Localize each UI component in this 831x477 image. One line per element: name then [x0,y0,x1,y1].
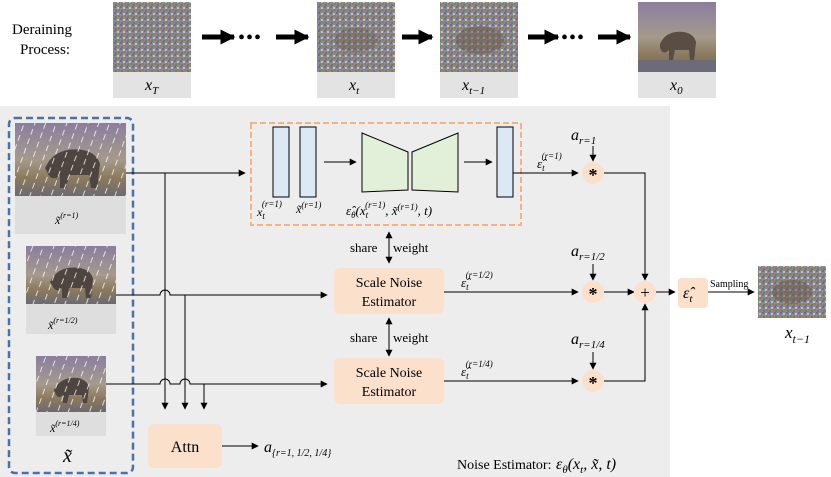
estimator-1-line2: Estimator [362,295,417,310]
multiply-node-2-circle [582,281,604,303]
output-image: xt−1 [758,266,826,346]
estimator-2-box [334,358,444,404]
deraining-label-line2: Process: [20,42,70,58]
noise-estimator-caption: Noise Estimator: [457,458,552,473]
unet-encoder [361,132,409,193]
process-dots-1: ••• [238,27,262,49]
multiply-node-1-circle [582,162,604,184]
encoder-bar-2 [299,126,317,198]
combined-output-box [678,278,708,308]
share-label-1: share [350,240,378,255]
estimator-1-box [334,268,444,314]
weight-label-2: weight [393,330,429,345]
deraining-strip: Deraining Process: xT ••• xt xt−1 ••• [12,2,716,98]
weight-label-1: weight [393,240,429,255]
input-image-r1-2-rain [26,246,116,304]
step-x0: x0 [638,2,716,98]
unet-box [250,122,522,226]
noise-estimator-formula: εθ(xt, x̃, t) [556,456,616,476]
estimator-2-line2: Estimator [362,385,417,400]
input-image-r1-rain [15,123,126,196]
line-mult3-to-add [604,303,649,382]
input-image-r1-2-label-box [26,304,116,334]
estimator-2: Scale Noise Estimator [334,358,444,404]
multiply-symbol-3: * [589,373,598,393]
multiply-node-1: * [582,162,604,185]
output-image-shadow [772,280,812,304]
add-node-circle [634,281,656,303]
sampling-label: Sampling [710,279,748,290]
encoder-bar-1 [272,126,290,198]
estimator-1: Scale Noise Estimator [334,268,444,314]
multiply-node-3-circle [582,370,604,392]
step-xT-label-box [113,72,191,98]
multiply-symbol-1: * [589,165,598,185]
add-node: + [634,281,656,303]
step-xt-1: xt−1 [440,2,518,98]
input-image-r1-2: x̃(r=1/2) [26,246,116,334]
attn-label: Attn [171,439,199,456]
step-x0-elephant [660,31,696,60]
multiply-symbol-2: * [589,284,598,304]
line-r14-est [106,378,328,388]
deraining-label-line1: Deraining [12,22,72,38]
step-xt: xt [317,2,395,98]
input-image-r1-label-box [15,196,126,234]
step-xt-1-label-box [440,72,518,98]
step-xt-image [317,2,395,72]
input-image-r1-4-label-box [36,412,106,436]
line-mult1-to-add [604,172,649,281]
decoder-bar [496,126,514,198]
step-xt-label-box [317,72,395,98]
add-symbol: + [640,283,650,302]
output-image-label: xt−1 [784,323,810,346]
unet-network-label: ε̂θ(xt(r=1), x̃(r=1), t) [346,200,432,220]
estimator-1-line1: Scale Noise [356,276,422,291]
input-group-label: x̃ [62,445,72,467]
estimator-2-line1: Scale Noise [356,366,422,381]
multiply-node-2: * [582,281,604,304]
unet-decoder [411,132,459,193]
routing-lines [106,169,328,410]
line-r12-est [116,289,328,299]
step-xT-image [113,2,191,72]
step-xt-shadow [334,28,378,52]
input-image-r1: x̃(r=1) [15,123,126,234]
share-label-2: share [350,330,378,345]
attn-block: Attn [148,424,222,468]
step-xt-1-shadow [456,26,504,54]
step-x0-water [638,60,716,72]
combined-output: ε̂t [678,278,708,308]
input-image-r1-4: x̃(r=1/4) [36,356,106,436]
process-dots-2: ••• [561,27,585,49]
step-x0-label-box [638,72,716,98]
multiply-node-3: * [582,370,604,393]
step-xT: xT [113,2,191,98]
input-image-r1-4-rain [36,356,106,412]
attn-box [148,424,222,468]
